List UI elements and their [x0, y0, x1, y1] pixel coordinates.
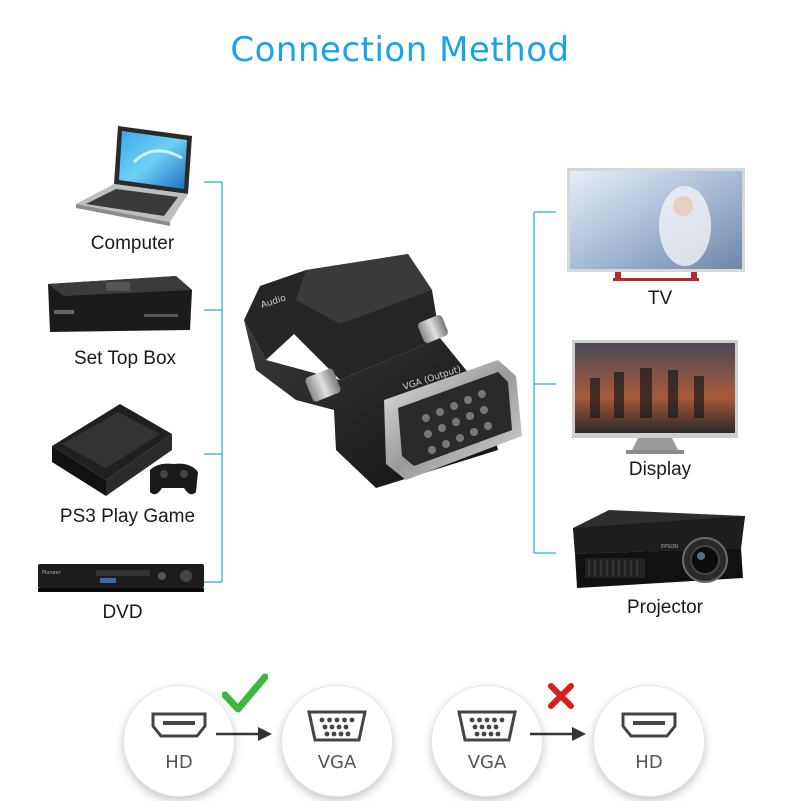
input-label-set-top-box: Set Top Box	[73, 348, 177, 369]
vga-source-circle: VGA	[432, 686, 542, 796]
game-console-icon	[52, 404, 198, 496]
check-icon	[222, 673, 268, 713]
page-title: Connection Method	[230, 30, 570, 70]
hd-source-circle: HD	[124, 686, 234, 796]
display-monitor-icon	[572, 340, 738, 454]
projector-icon: EPSON	[573, 510, 745, 588]
set-top-box-icon	[48, 276, 192, 332]
input-label-computer: Computer	[90, 233, 175, 254]
hd-label: HD	[165, 752, 193, 773]
cross-icon	[548, 683, 574, 709]
input-connector-bracket	[204, 181, 223, 583]
output-label-tv: TV	[647, 288, 673, 309]
laptop-icon	[76, 126, 192, 226]
output-label-display: Display	[628, 459, 692, 480]
input-label-ps3: PS3 Play Game	[59, 506, 196, 527]
hdmi-to-vga-adapter-image: Audio VGA (Output)	[244, 254, 522, 488]
dvd-brand-text: Pioneer	[42, 570, 62, 576]
output-label-projector: Projector	[626, 597, 704, 618]
hdmi-port-icon	[621, 712, 677, 738]
vga-label: VGA	[467, 752, 507, 773]
hd-target-circle: HD	[594, 686, 704, 796]
arrow-right-icon	[216, 727, 272, 741]
hdmi-port-icon	[151, 712, 207, 738]
tv-icon	[567, 168, 745, 281]
hd-label: HD	[635, 752, 663, 773]
output-connector-bracket	[533, 211, 556, 554]
vga-port-icon	[307, 710, 367, 742]
vga-label: VGA	[317, 752, 357, 773]
dvd-player-icon: Pioneer	[38, 564, 204, 592]
vga-target-circle: VGA	[282, 686, 392, 796]
arrow-right-icon	[530, 727, 586, 741]
projector-brand-text: EPSON	[661, 544, 678, 550]
vga-port-icon	[457, 710, 517, 742]
input-label-dvd: DVD	[102, 602, 143, 623]
